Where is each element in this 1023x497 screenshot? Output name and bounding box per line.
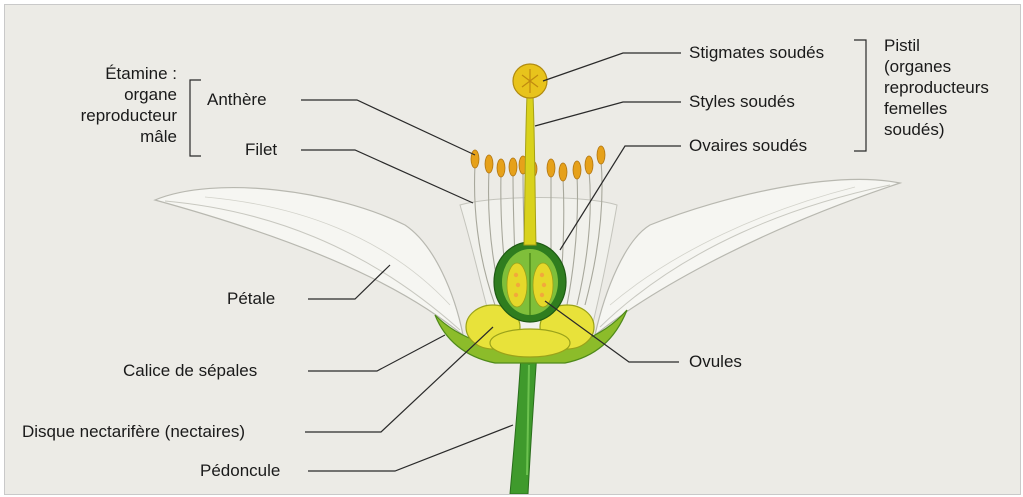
pistil-line-1: Pistil <box>884 35 989 56</box>
etamine-line-1: Étamine : <box>69 63 177 84</box>
petal-left <box>155 188 463 335</box>
label-stigmates: Stigmates soudés <box>689 43 824 63</box>
pistil-line-2: (organes <box>884 56 989 77</box>
pistil-line-4: femelles <box>884 98 989 119</box>
etamine-line-4: mâle <box>69 126 177 147</box>
label-filet: Filet <box>245 140 277 160</box>
label-calice: Calice de sépales <box>123 361 257 381</box>
etamine-group-label: Étamine : organe reproducteur mâle <box>69 63 177 147</box>
label-styles: Styles soudés <box>689 92 795 112</box>
label-pedoncule: Pédoncule <box>200 461 280 481</box>
label-anthere: Anthère <box>207 90 267 110</box>
etamine-line-2: organe <box>69 84 177 105</box>
label-disque: Disque nectarifère (nectaires) <box>22 422 245 442</box>
flower-diagram: Étamine : organe reproducteur mâle Pisti… <box>4 4 1021 495</box>
pistil-group-label: Pistil (organes reproducteurs femelles s… <box>884 35 989 140</box>
label-ovules: Ovules <box>689 352 742 372</box>
label-petale: Pétale <box>227 289 275 309</box>
petal-right <box>595 179 900 335</box>
pistil-line-3: reproducteurs <box>884 77 989 98</box>
label-ovaires: Ovaires soudés <box>689 136 807 156</box>
style <box>524 95 536 245</box>
etamine-line-3: reproducteur <box>69 105 177 126</box>
pistil-line-5: soudés) <box>884 119 989 140</box>
